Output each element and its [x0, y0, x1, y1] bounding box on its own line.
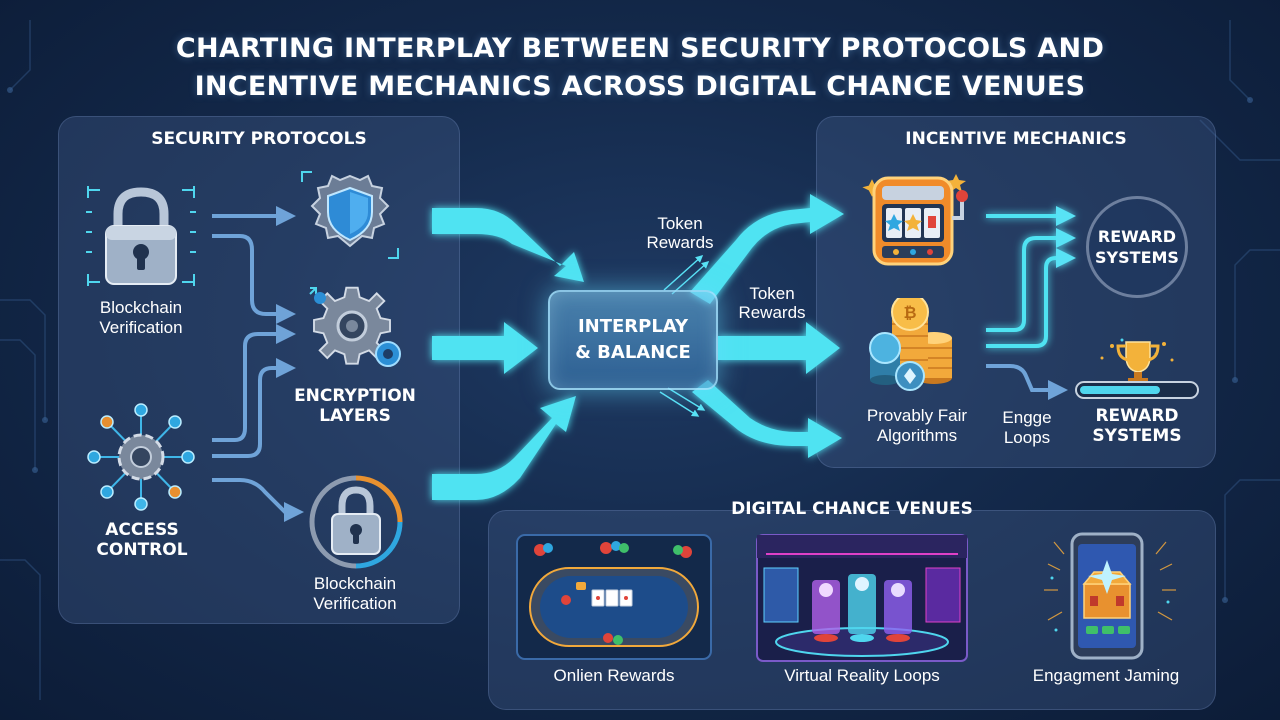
poker-table-icon [516, 534, 712, 660]
slot-machine-icon [862, 174, 968, 266]
interplay-balance-hub: INTERPLAY & BALANCE [548, 290, 718, 390]
engage-loops-label: Engge Loops [1002, 408, 1052, 447]
gears-icon [309, 286, 401, 367]
crypto-coins-icon: ₿ [869, 298, 952, 391]
title-line-1: CHARTING INTERPLAY BETWEEN SECURITY PROT… [175, 33, 1105, 64]
hub-line-1: INTERPLAY [577, 316, 689, 337]
digital-chance-venues-title: DIGITAL CHANCE VENUES [731, 499, 973, 519]
venue-label-1: Onlien Rewards [553, 666, 675, 685]
arrows-out-of-hub [690, 194, 844, 458]
hub-line-2: & BALANCE [575, 342, 691, 363]
arrows-into-hub [432, 208, 584, 500]
venue-label-2: Virtual Reality Loops [784, 666, 940, 685]
access-control-label: ACCESS CONTROL [96, 520, 188, 560]
page-title: CHARTING INTERPLAY BETWEEN SECURITY PROT… [0, 30, 1280, 106]
padlock-ring-icon [309, 475, 403, 569]
reward-systems-circle: REWARD SYSTEMS [1086, 196, 1188, 298]
blockchain-verification-label-bottom: Blockchain Verification [313, 574, 397, 613]
network-gear-icon [87, 403, 195, 511]
right-connectors [986, 206, 1076, 348]
shield-gear-icon [301, 171, 399, 259]
padlock-circuit-icon [86, 186, 196, 286]
incentive-mechanics-title: INCENTIVE MECHANICS [905, 129, 1127, 149]
provably-fair-algorithms-label: Provably Fair Algorithms [866, 406, 968, 445]
svg-text:₿: ₿ [903, 303, 916, 322]
reward-systems-label: REWARD SYSTEMS [1092, 406, 1182, 446]
blockchain-verification-label-top: Blockchain Verification [99, 298, 183, 337]
trophy-progress-icon [1075, 338, 1199, 399]
security-protocols-title: SECURITY PROTOCOLS [151, 129, 367, 149]
vr-room-icon [756, 534, 968, 662]
title-line-2: INCENTIVE MECHANICS ACROSS DIGITAL CHANC… [194, 71, 1086, 102]
venue-label-3: Engagment Jaming [1032, 666, 1180, 685]
token-rewards-label-1: Token Rewards [646, 214, 714, 252]
left-connectors [212, 206, 304, 522]
phone-lootbox-icon [1044, 532, 1176, 660]
encryption-layers-label: ENCRYPTION LAYERS [294, 386, 416, 426]
token-rewards-label-2: Token Rewards [738, 284, 806, 322]
